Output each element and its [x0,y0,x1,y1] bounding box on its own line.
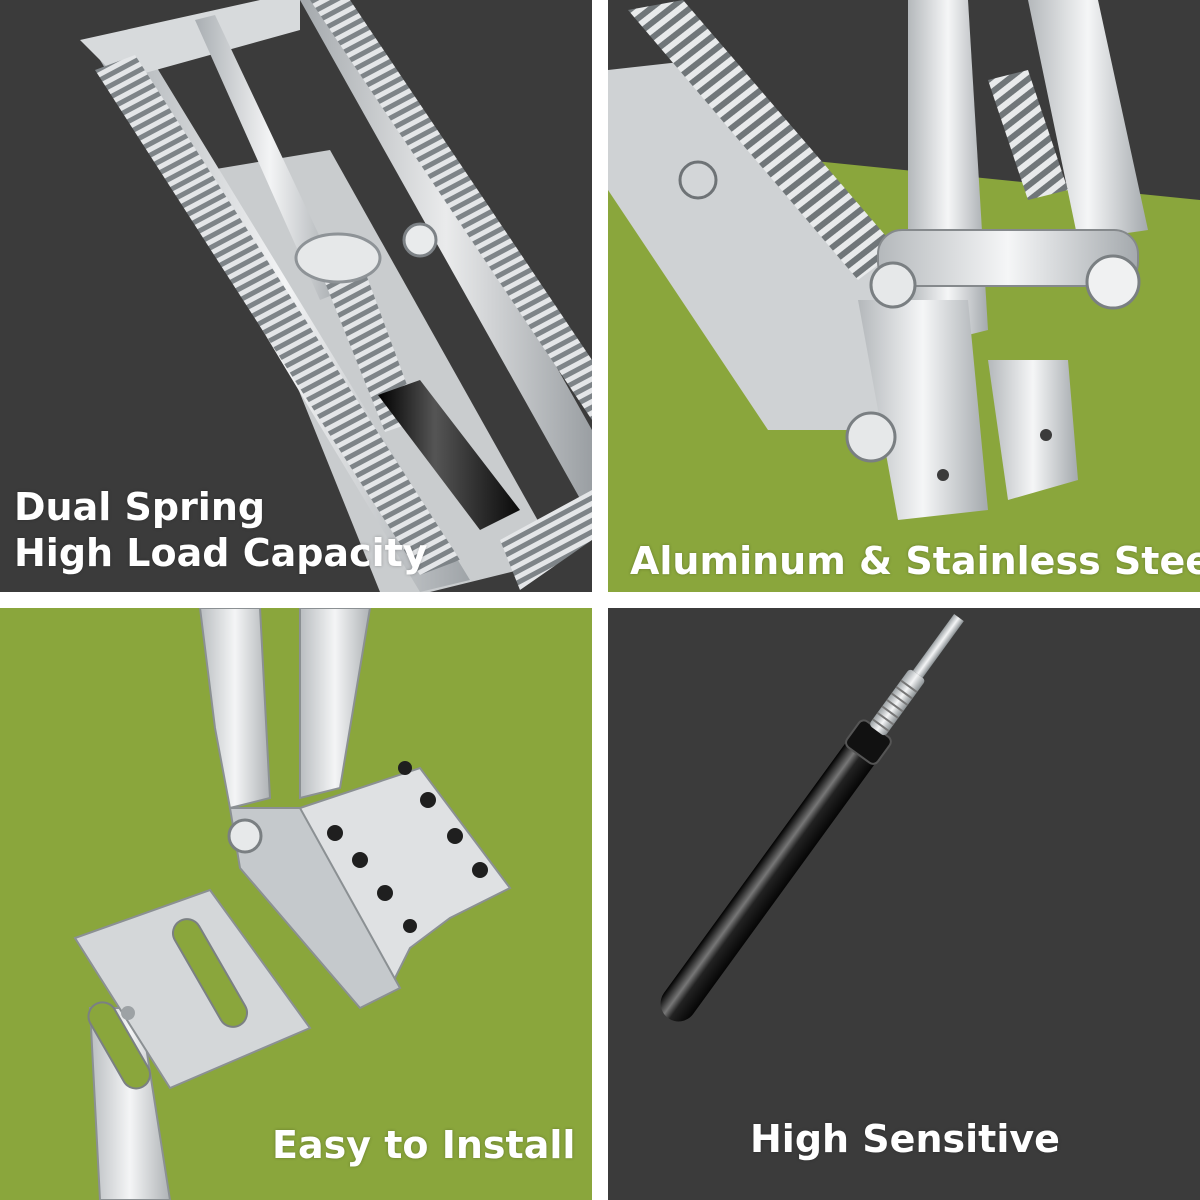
dual-spring-hinge-icon [0,0,592,592]
gas-strut-rod-icon [608,608,1200,1200]
feature-panel-materials: Aluminum & Stainless Steel [608,0,1200,592]
feature-caption-materials: Aluminum & Stainless Steel [630,539,1200,583]
feature-panel-high-sensitive: High Sensitive [608,608,1200,1200]
mounting-bracket-icon [0,608,592,1200]
feature-caption-easy-install: Easy to Install [272,1123,576,1167]
caption-line-1: Dual Spring [14,485,266,529]
feature-caption-high-sensitive: High Sensitive [750,1117,1060,1161]
caption-line-2: High Load Capacity [14,531,428,575]
feature-panel-dual-spring: Dual Spring High Load Capacity [0,0,592,592]
feature-panel-easy-install: Easy to Install [0,608,592,1200]
feature-caption-dual-spring: Dual Spring High Load Capacity [14,484,428,576]
hinge-joint-icon [608,0,1200,592]
